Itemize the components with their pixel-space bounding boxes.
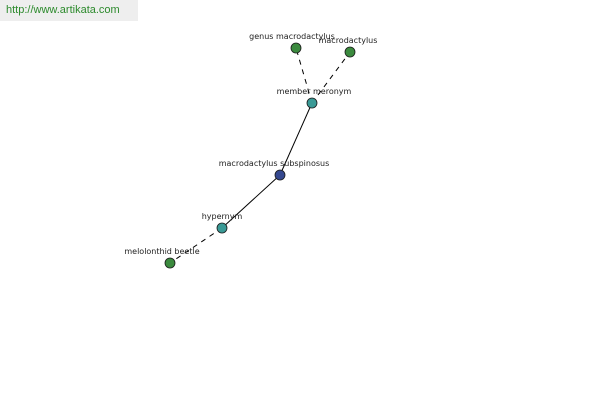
- node-genus[interactable]: [290, 42, 302, 54]
- node-member[interactable]: [306, 97, 318, 109]
- label-macro: macrodactylus: [319, 36, 378, 45]
- nodes: macrodactylus subspinosus member meronym g…: [124, 32, 378, 269]
- node-melo[interactable]: [164, 257, 176, 269]
- label-melo: melolonthid beetle: [124, 247, 199, 256]
- edges: [169, 47, 351, 264]
- watermark-url[interactable]: http://www.artikata.com: [0, 0, 138, 21]
- label-member: member meronym: [277, 87, 352, 96]
- edge-member-macro: [311, 51, 351, 104]
- edge-center-hyper: [221, 174, 281, 229]
- node-hyper[interactable]: [216, 222, 228, 234]
- node-center[interactable]: [274, 169, 286, 181]
- label-genus: genus macrodactylus: [249, 32, 335, 41]
- label-hyper: hypernym: [202, 212, 243, 221]
- edge-hyper-melo: [169, 227, 223, 264]
- edge-center-member: [279, 102, 313, 176]
- label-center: macrodactylus subspinosus: [219, 159, 330, 168]
- node-macro[interactable]: [344, 46, 356, 58]
